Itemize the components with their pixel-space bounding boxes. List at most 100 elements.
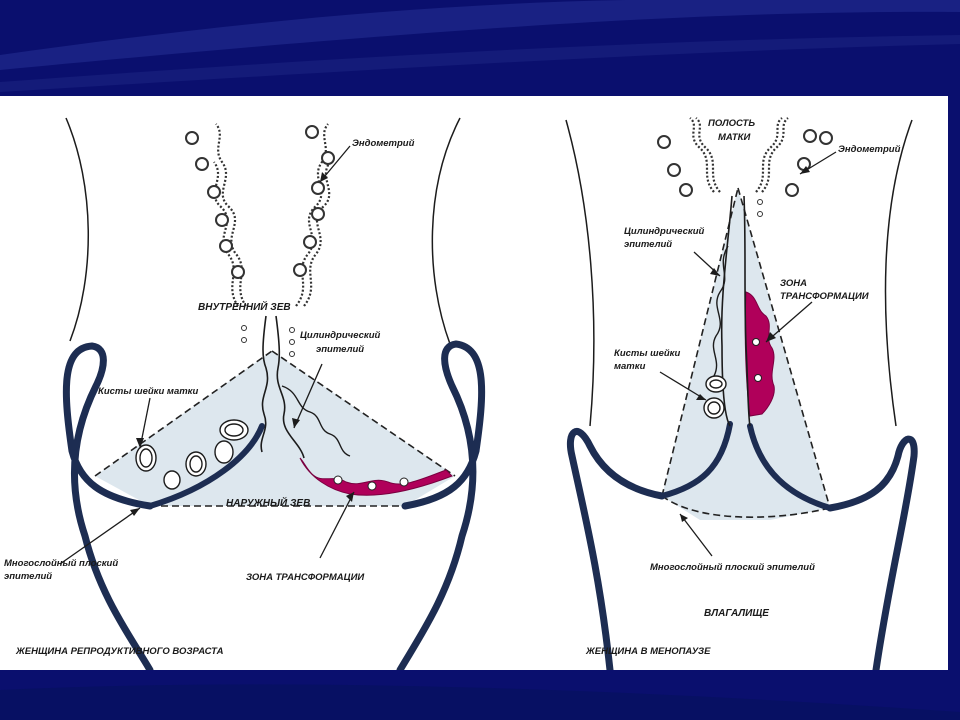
gland-section (667, 163, 681, 177)
gland (213, 161, 239, 307)
gland-section (311, 207, 325, 221)
gland-section (231, 265, 245, 279)
gland-section (207, 185, 221, 199)
dot (289, 351, 295, 357)
right-label-zone-2: ТРАНСФОРМАЦИИ (780, 291, 869, 302)
right-cervical-canal-right (743, 195, 751, 427)
diagram-panel: Эндометрий ВНУТРЕННИЙ ЗЕВ Цилиндрический… (0, 96, 948, 670)
arrowhead (136, 438, 144, 448)
arrowhead (320, 172, 328, 182)
left-arrowheads (130, 172, 354, 516)
gland-section (215, 213, 229, 227)
right-figure: ПОЛОСТЬ МАТКИ Эндометрий Цилиндрический … (565, 117, 918, 670)
left-label-squamous-2: эпителий (4, 571, 52, 582)
left-label-columnar-1: Цилиндрический (300, 330, 380, 341)
right-endometrium-glands (689, 117, 789, 193)
gland-section (819, 131, 833, 145)
right-uterus-wall-left (565, 119, 595, 427)
arrowhead (696, 394, 706, 400)
left-canal-dots (241, 325, 295, 357)
left-label-external-os: НАРУЖНЫЙ ЗЕВ (226, 496, 310, 509)
cyst (163, 470, 181, 490)
left-tz-cyst (333, 475, 343, 485)
leader-transformation-zone (319, 491, 355, 559)
cyst (707, 401, 721, 415)
right-columnar-fold (712, 245, 729, 377)
right-squamous-lip-left (659, 421, 733, 499)
cyst (709, 379, 723, 389)
background-streak (0, 0, 960, 70)
left-label-squamous-1: Многослойный плоский (4, 558, 118, 569)
gland-section (657, 135, 671, 149)
gland-section (803, 129, 817, 143)
left-nabothian-cysts (135, 419, 249, 490)
gland (695, 117, 721, 193)
arrowhead (346, 492, 354, 502)
arrowhead (766, 332, 776, 342)
left-uterus-wall-left (65, 117, 89, 342)
dot (241, 325, 247, 331)
leader-squamous (59, 507, 141, 565)
gland-section (219, 239, 233, 253)
cervix-diagram: Эндометрий ВНУТРЕННИЙ ЗЕВ Цилиндрический… (4, 117, 918, 670)
right-tz-cyst (752, 338, 760, 346)
background-streak (0, 35, 960, 92)
left-label-cysts: Кисты шейки матки (98, 386, 198, 397)
left-figure: Эндометрий ВНУТРЕННИЙ ЗЕВ Цилиндрический… (4, 117, 486, 670)
right-label-cysts-2: матки (614, 361, 646, 372)
arrowhead (710, 268, 720, 276)
dot (289, 339, 295, 345)
left-label-columnar-2: эпителий (316, 344, 364, 355)
left-endometrium-gland-cross-sections (185, 125, 335, 279)
left-label-transformation-zone: ЗОНА ТРАНСФОРМАЦИИ (246, 572, 364, 583)
left-cervical-canal-right (275, 315, 305, 459)
arrowhead (292, 418, 300, 428)
arrowhead (800, 166, 810, 174)
left-dashed-boundary-left (94, 350, 273, 477)
right-cervical-canal-left (720, 195, 733, 427)
left-transformation-zone (299, 457, 453, 496)
gland-section (293, 263, 307, 277)
leader-transformation-zone (765, 301, 813, 343)
right-ectocervix-wall-right (826, 435, 918, 670)
left-tz-cyst (367, 481, 377, 491)
cyst (189, 455, 203, 473)
gland-section (195, 157, 209, 171)
right-label-zone-1: ЗОНА (780, 278, 807, 289)
gland-section (305, 125, 319, 139)
right-label-vagina: ВЛАГАЛИЩЕ (704, 608, 769, 619)
gland-section (303, 235, 317, 249)
gland (755, 117, 783, 193)
left-columnar-fold (281, 385, 351, 457)
left-label-endometrium: Эндометрий (352, 138, 415, 149)
gland (689, 117, 715, 193)
right-label-squamous: Многослойный плоский эпителий (650, 562, 815, 573)
background-streak (0, 684, 960, 720)
right-canal-dots (757, 199, 763, 217)
arrowhead (130, 508, 140, 516)
right-ectocervix-wall-left (566, 428, 666, 670)
right-squamous-lip-right (747, 423, 833, 511)
left-label-internal-os: ВНУТРЕННИЙ ЗЕВ (198, 300, 291, 313)
right-label-cysts-1: Кисты шейки (614, 348, 680, 359)
gland-section (321, 151, 335, 165)
leader-columnar (293, 363, 323, 429)
right-label-cavity-2: МАТКИ (718, 132, 750, 143)
gland (761, 117, 789, 193)
dot (757, 199, 763, 205)
right-dashed-boundary-bottom (661, 495, 831, 518)
right-caption: ЖЕНЩИНА В МЕНОПАУЗЕ (585, 646, 711, 657)
right-tz-cyst (754, 374, 762, 382)
right-endometrium-gland-cross-sections (657, 129, 833, 197)
left-caption: ЖЕНЩИНА РЕПРОДУКТИВНОГО ВОЗРАСТА (15, 646, 224, 657)
right-dashed-boundary-left (661, 187, 739, 497)
gland-section (185, 131, 199, 145)
gland (303, 161, 331, 307)
dot (241, 337, 247, 343)
right-arrowheads (680, 166, 810, 522)
left-cervix-stroma-area (95, 351, 455, 506)
right-label-endometrium: Эндометрий (838, 144, 901, 155)
right-label-columnar-1: Цилиндрический (624, 226, 704, 237)
gland-section (679, 183, 693, 197)
left-uterus-wall-right (431, 117, 461, 345)
